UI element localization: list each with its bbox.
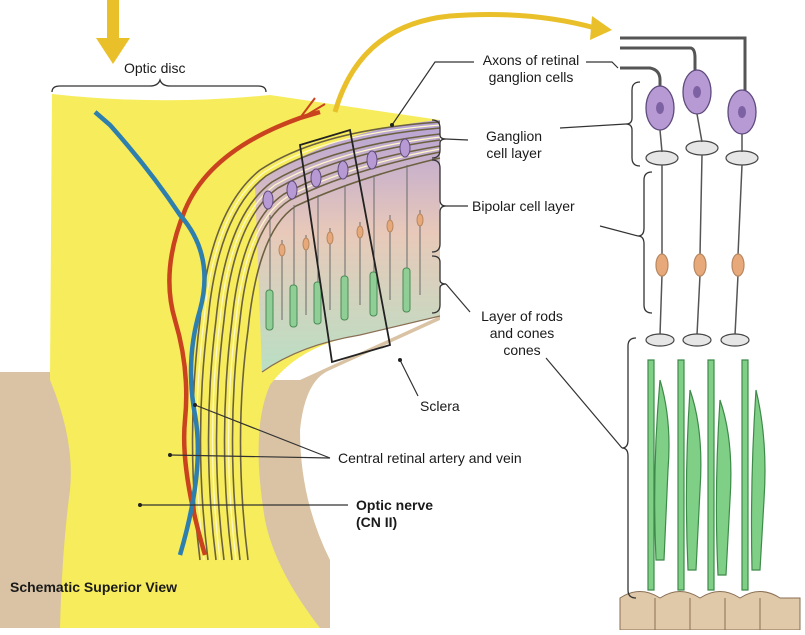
optic-disc-label: Optic disc	[124, 60, 185, 77]
ganglion-label-line2: cell layer	[468, 145, 560, 162]
bipolar-layer-label: Bipolar cell layer	[472, 198, 575, 215]
rods-cones-label: Layer of rods and cones cones	[468, 308, 576, 359]
ganglion-layer-label: Ganglion cell layer	[468, 128, 560, 162]
optic-nerve-line2: (CN II)	[356, 514, 433, 531]
optic-nerve-line1: Optic nerve	[356, 497, 433, 514]
magnified-panel	[620, 38, 800, 630]
ganglion-label-line1: Ganglion	[468, 128, 560, 145]
rods-cones-line2: and cones	[468, 325, 576, 342]
central-retinal-label: Central retinal artery and vein	[338, 450, 522, 467]
optic-disc-brace	[52, 80, 266, 92]
optic-nerve-label: Optic nerve (CN II)	[356, 497, 433, 531]
axons-label-line2: ganglion cells	[476, 69, 586, 86]
view-caption: Schematic Superior View	[10, 579, 177, 596]
rods-cones-line3: cones	[468, 342, 576, 359]
sclera-label: Sclera	[420, 398, 460, 415]
optic-disc-arrow	[96, 0, 130, 64]
axons-label-line1: Axons of retinal	[476, 52, 586, 69]
axons-label: Axons of retinal ganglion cells	[476, 52, 586, 86]
rods-cones-line1: Layer of rods	[468, 308, 576, 325]
